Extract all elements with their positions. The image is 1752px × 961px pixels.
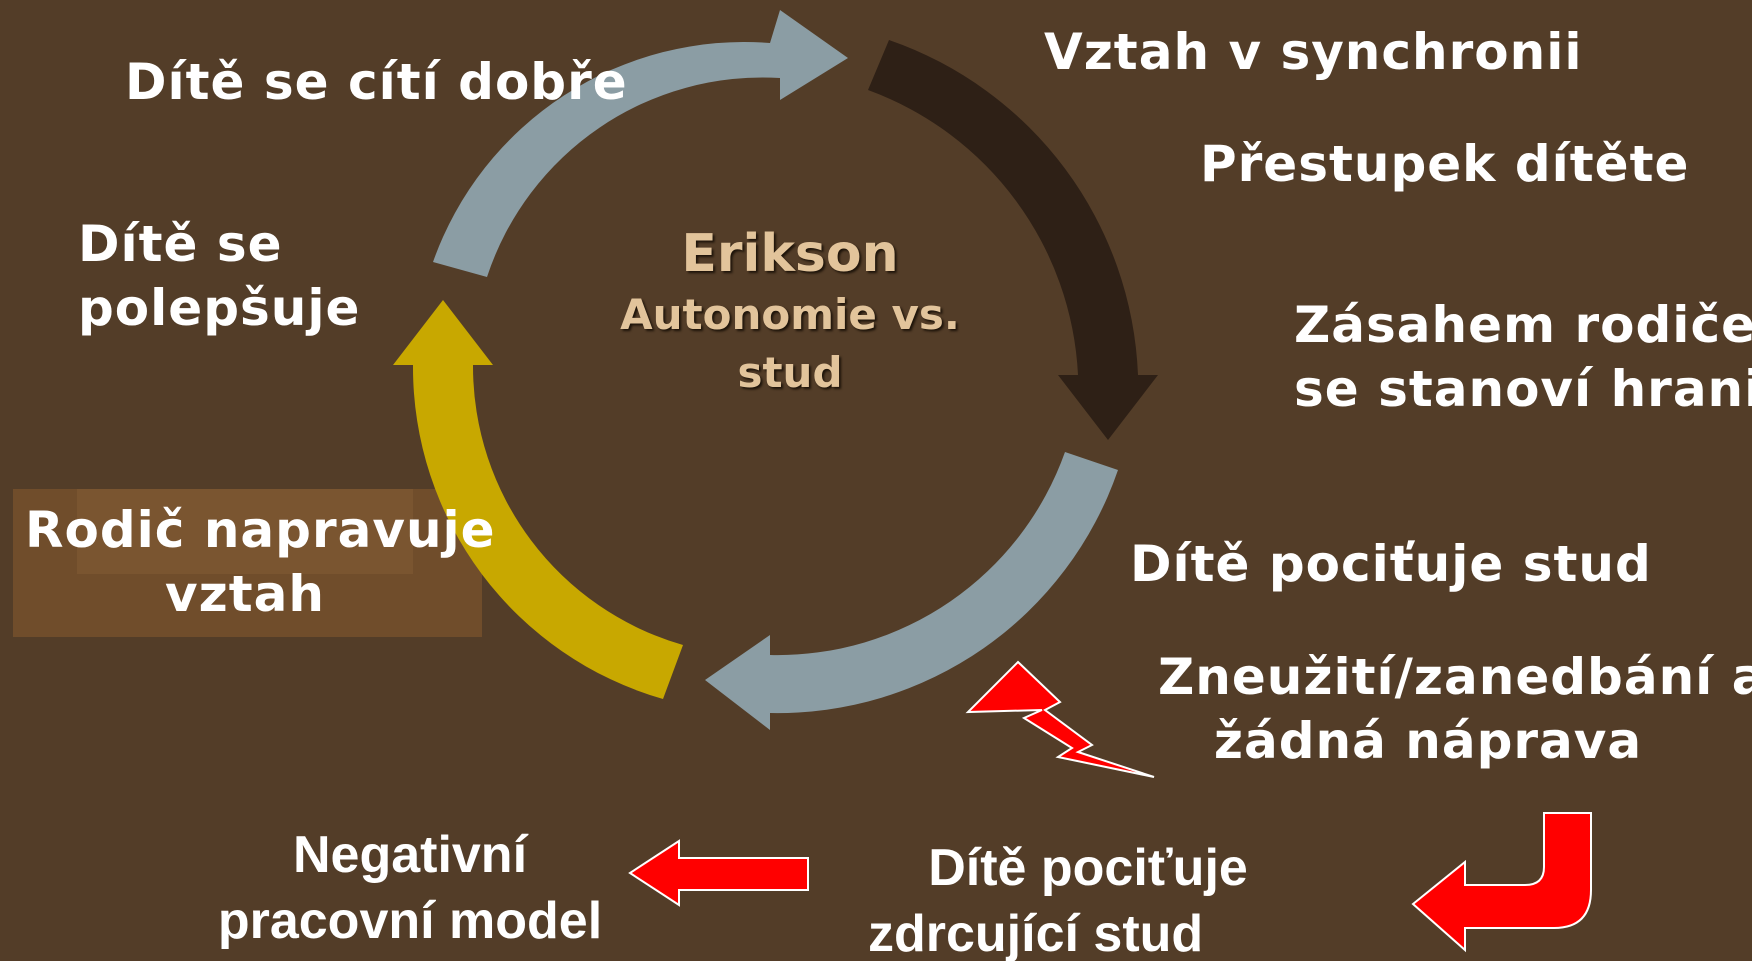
label-parent-sets-limits-line1: Zásahem rodiče [1294,296,1752,354]
cycle-arrow-dark-right [868,40,1158,440]
label-parent-sets-limits-line2: se stanoví hranice [1294,360,1752,418]
label-child-transgression: Přestupek dítěte [1200,135,1690,193]
label-crushing-shame: Dítě pociťuje zdrcující stud [868,835,1308,961]
center-subtitle-line1: Autonomie vs. [620,290,960,339]
label-abuse-line1: Zneužití/zanedbání a [1158,648,1752,706]
cycle-arrow-yellow-left [393,300,683,699]
label-negative-model-line2: pracovní model [217,892,603,950]
arrow-left-icon [628,839,809,907]
label-abuse-line2: žádná náprava [1213,712,1643,770]
label-abuse-no-repair: Zneužití/zanedbání a žádná náprava [1158,645,1752,773]
cycle-arrow-grey-bottom [705,452,1118,730]
label-child-feels-good: Dítě se cítí dobře [125,53,628,111]
label-negative-model: Negativní pracovní model [205,822,615,954]
label-sync-relationship: Vztah v synchronii [1044,23,1583,81]
highlight-box-inner [77,489,413,574]
center-title: Erikson Autonomie vs. stud [580,222,1000,402]
label-crushing-shame-line2: zdrcující stud [868,905,1204,961]
cycle-arrow-grey-top [433,10,848,277]
label-child-improves-line1: Dítě se [78,215,283,273]
label-negative-model-line1: Negativní [292,826,528,884]
label-parent-repairs-line1: Rodič napravuje [25,501,496,559]
label-child-improves-line2: polepšuje [78,279,361,337]
center-title-text: Erikson [681,224,899,284]
lightning-bolt-icon [965,660,1155,778]
label-crushing-shame-line1: Dítě pociťuje [928,839,1248,897]
label-parent-repairs: Rodič napravuje vztah [25,498,496,626]
label-parent-sets-limits: Zásahem rodiče se stanoví hranice [1294,293,1752,421]
curved-arrow-icon [1411,812,1592,953]
label-child-feels-shame: Dítě pociťuje stud [1130,535,1652,593]
label-parent-repairs-line2: vztah [165,565,325,623]
label-child-improves: Dítě se polepšuje [78,212,360,340]
center-subtitle-line2: stud [737,348,843,397]
